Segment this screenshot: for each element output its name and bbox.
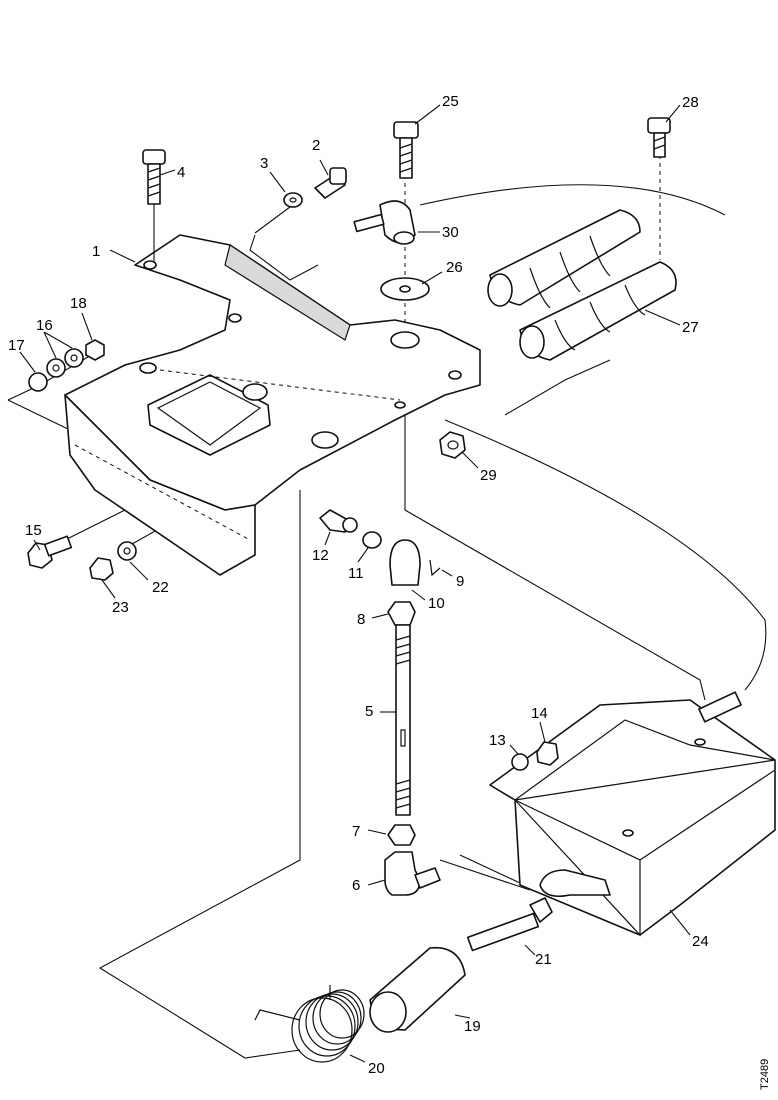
callout-labels: 1 2 3 4 5 6 7 8 9 10 11 12 13 14 15 16 xyxy=(8,93,709,1077)
washer xyxy=(283,192,303,208)
callout-17: 17 xyxy=(8,337,25,354)
pin xyxy=(429,559,441,577)
cable-clip xyxy=(353,200,416,245)
bolt-washer xyxy=(117,541,137,561)
mounting-bracket xyxy=(64,234,481,576)
cable-holder xyxy=(487,209,677,361)
callout-14: 14 xyxy=(531,705,548,722)
screw xyxy=(142,149,166,262)
callout-11: 11 xyxy=(348,565,364,582)
callout-18: 18 xyxy=(70,295,87,312)
callout-9: 9 xyxy=(456,573,464,590)
callout-6: 6 xyxy=(352,877,360,894)
holder-screw xyxy=(647,117,671,158)
callout-10: 10 xyxy=(428,595,445,612)
callout-15: 15 xyxy=(25,522,42,539)
callout-20: 20 xyxy=(368,1060,385,1077)
lower-nut xyxy=(387,824,416,846)
upper-nut xyxy=(387,601,416,626)
callout-23: 23 xyxy=(112,599,129,616)
callout-5: 5 xyxy=(365,703,373,720)
callout-16: 16 xyxy=(36,317,53,334)
nut xyxy=(439,431,466,459)
callout-29: 29 xyxy=(480,467,497,484)
coil-washer xyxy=(511,753,529,771)
callout-19: 19 xyxy=(464,1018,481,1035)
sleeve xyxy=(369,946,466,1033)
callout-3: 3 xyxy=(260,155,268,172)
callout-22: 22 xyxy=(152,579,169,596)
threaded-rod xyxy=(395,624,411,816)
callout-8: 8 xyxy=(357,611,365,628)
callout-2: 2 xyxy=(312,137,320,154)
callout-12: 12 xyxy=(312,547,329,564)
callout-7: 7 xyxy=(352,823,360,840)
callout-26: 26 xyxy=(446,259,463,276)
return-spring xyxy=(254,985,365,1063)
hex-bolt xyxy=(27,535,73,569)
large-washer xyxy=(380,277,430,301)
washer-set xyxy=(28,339,105,392)
pivot-block xyxy=(384,851,441,896)
callout-28: 28 xyxy=(682,94,699,111)
ball-cap xyxy=(389,539,421,586)
spring-washer xyxy=(362,531,382,549)
clip-screw xyxy=(314,167,347,199)
callout-1: 1 xyxy=(92,243,100,260)
solenoid-coil xyxy=(489,691,776,937)
adjusting-screw xyxy=(466,897,553,952)
callout-4: 4 xyxy=(177,164,185,181)
callout-24: 24 xyxy=(692,933,709,950)
callout-21: 21 xyxy=(535,951,552,968)
bolt-nut xyxy=(89,557,114,581)
coil-nut xyxy=(536,741,559,766)
figure-reference: T2489 xyxy=(759,1059,771,1090)
mounting-screw xyxy=(393,121,419,179)
callout-30: 30 xyxy=(442,224,459,241)
callout-25: 25 xyxy=(442,93,459,110)
callout-13: 13 xyxy=(489,732,506,749)
small-screw xyxy=(319,509,358,533)
callout-27: 27 xyxy=(682,319,699,336)
